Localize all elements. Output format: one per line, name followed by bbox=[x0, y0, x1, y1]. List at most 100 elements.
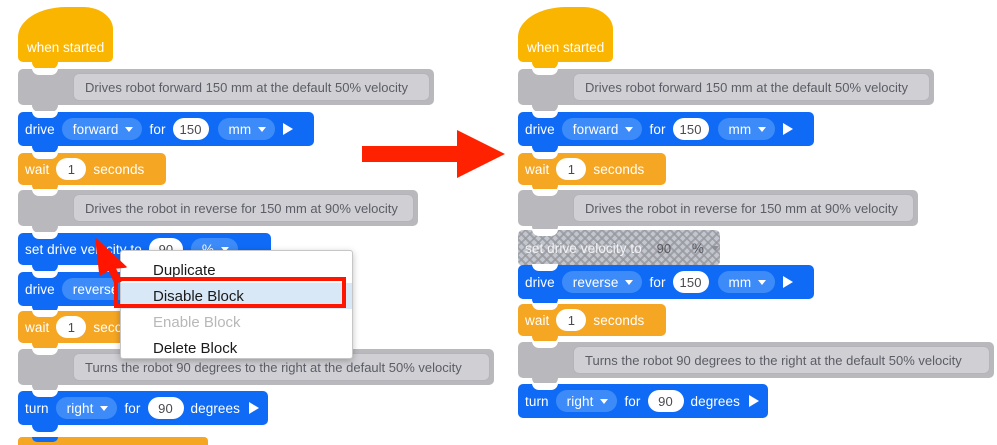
right-drive-for-label-2: for bbox=[649, 274, 666, 290]
notch bbox=[32, 111, 58, 118]
notch bbox=[32, 348, 58, 355]
left-wait-verb-1: wait bbox=[25, 161, 50, 177]
right-set-velocity-unit-value: % bbox=[691, 240, 705, 256]
right-wait-value-input-2[interactable]: 1 bbox=[556, 309, 587, 331]
run-icon[interactable] bbox=[749, 395, 759, 407]
left-next-block-sliver-notch bbox=[32, 437, 58, 442]
right-wait-verb-1: wait bbox=[525, 161, 550, 177]
left-drive-verb-1: drive bbox=[25, 121, 55, 137]
left-comment-text-2: Drives the robot in reverse for 150 mm a… bbox=[73, 194, 414, 222]
context-menu-label-disable-block: Disable Block bbox=[153, 287, 244, 305]
right-drive-direction-dropdown-2[interactable]: reverse bbox=[561, 271, 643, 293]
notch bbox=[532, 185, 558, 192]
chevron-down-icon bbox=[758, 279, 767, 285]
right-comment-block-2[interactable]: Drives the robot in reverse for 150 mm a… bbox=[518, 189, 918, 233]
run-icon[interactable] bbox=[249, 402, 259, 414]
notch bbox=[32, 232, 58, 239]
left-drive-direction-value-2: reverse bbox=[72, 281, 119, 297]
right-drive-direction-dropdown-1[interactable]: forward bbox=[561, 118, 643, 140]
right-drive-reverse-block[interactable]: drive reverse for 150 mm bbox=[518, 264, 814, 306]
right-turn-right-block[interactable]: turn right for 90 degrees bbox=[518, 383, 768, 418]
left-comment-block-2[interactable]: Drives the robot in reverse for 150 mm a… bbox=[18, 189, 418, 233]
right-drive-unit-value-2: mm bbox=[728, 274, 752, 290]
left-drive-for-label-1: for bbox=[149, 121, 166, 137]
run-icon[interactable] bbox=[783, 123, 794, 135]
left-wait-value-input-2[interactable]: 1 bbox=[56, 316, 87, 338]
right-wait-verb-2: wait bbox=[525, 312, 550, 328]
context-menu-item-delete-block[interactable]: Delete Block bbox=[121, 335, 352, 361]
right-drive-for-label-1: for bbox=[649, 121, 666, 137]
right-comment-text-1: Drives robot forward 150 mm at the defau… bbox=[573, 73, 930, 101]
notch bbox=[32, 62, 58, 69]
left-turn-direction-dropdown[interactable]: right bbox=[55, 397, 118, 419]
right-drive-verb-2: drive bbox=[525, 274, 555, 290]
notch bbox=[32, 189, 58, 196]
right-drive-verb-1: drive bbox=[525, 121, 555, 137]
hat-cap bbox=[18, 7, 113, 41]
left-next-block-sliver bbox=[18, 437, 208, 445]
left-wait-block-1[interactable]: wait 1 seconds bbox=[18, 152, 166, 192]
right-wait-unit-2: seconds bbox=[593, 312, 645, 328]
right-turn-for-label: for bbox=[624, 393, 641, 409]
right-drive-unit-dropdown-1[interactable]: mm bbox=[717, 118, 776, 140]
left-turn-for-label: for bbox=[124, 400, 141, 416]
right-turn-direction-value: right bbox=[566, 393, 594, 409]
right-set-velocity-input[interactable]: 90 bbox=[656, 240, 672, 256]
left-wait-unit-1: seconds bbox=[93, 161, 145, 177]
left-when-started-block[interactable]: when started bbox=[18, 7, 113, 69]
notch bbox=[32, 390, 58, 397]
left-turn-angle-input[interactable]: 90 bbox=[147, 397, 184, 419]
notch bbox=[532, 341, 558, 348]
chevron-down-icon bbox=[221, 246, 230, 252]
right-wait-value-input-1[interactable]: 1 bbox=[556, 158, 587, 180]
right-comment-block-3[interactable]: Turns the robot 90 degrees to the right … bbox=[518, 341, 994, 385]
right-drive-unit-dropdown-2[interactable]: mm bbox=[717, 271, 776, 293]
left-drive-distance-input-1[interactable]: 150 bbox=[172, 118, 209, 140]
block-context-menu[interactable]: Duplicate Disable Block Enable Block Del… bbox=[120, 250, 353, 359]
chevron-down-icon bbox=[600, 398, 609, 404]
left-set-velocity-label: set drive velocity to bbox=[25, 241, 142, 257]
right-drive-forward-block[interactable]: drive forward for 150 mm bbox=[518, 111, 814, 153]
notch bbox=[32, 310, 58, 317]
notch bbox=[32, 385, 58, 392]
right-drive-distance-input-1[interactable]: 150 bbox=[672, 118, 709, 140]
left-comment-text-1: Drives robot forward 150 mm at the defau… bbox=[73, 73, 430, 101]
chevron-down-icon bbox=[711, 245, 720, 251]
right-comment-block-1[interactable]: Drives robot forward 150 mm at the defau… bbox=[518, 68, 934, 112]
notch bbox=[532, 378, 558, 385]
right-turn-angle-input[interactable]: 90 bbox=[647, 390, 684, 412]
context-menu-item-duplicate[interactable]: Duplicate bbox=[121, 257, 352, 283]
left-drive-unit-dropdown-1[interactable]: mm bbox=[217, 118, 276, 140]
context-menu-item-disable-block[interactable]: Disable Block bbox=[121, 283, 352, 309]
right-wait-block-1[interactable]: wait 1 seconds bbox=[518, 152, 666, 192]
left-drive-direction-dropdown-1[interactable]: forward bbox=[61, 118, 143, 140]
notch bbox=[32, 152, 58, 159]
left-drive-forward-block[interactable]: drive forward for 150 mm bbox=[18, 111, 314, 153]
right-comment-text-3: Turns the robot 90 degrees to the right … bbox=[573, 346, 990, 374]
run-icon[interactable] bbox=[783, 276, 794, 288]
right-when-started-label: when started bbox=[527, 39, 605, 55]
notch bbox=[532, 229, 558, 236]
notch bbox=[532, 299, 558, 306]
notch bbox=[532, 152, 558, 159]
right-drive-distance-input-2[interactable]: 150 bbox=[672, 271, 709, 293]
mouse-pointer-icon bbox=[95, 238, 127, 284]
right-set-velocity-unit-dropdown[interactable]: % bbox=[681, 237, 728, 259]
left-wait-value-input-1[interactable]: 1 bbox=[56, 158, 87, 180]
left-wait-verb-2: wait bbox=[25, 319, 50, 335]
left-comment-block-1[interactable]: Drives robot forward 150 mm at the defau… bbox=[18, 68, 434, 112]
right-set-drive-velocity-block-disabled[interactable]: set drive velocity to 90 % bbox=[518, 229, 720, 273]
run-icon[interactable] bbox=[283, 123, 294, 135]
left-turn-right-block[interactable]: turn right for 90 degrees bbox=[18, 390, 268, 432]
right-turn-direction-dropdown[interactable]: right bbox=[555, 390, 618, 412]
left-turn-verb: turn bbox=[25, 400, 49, 416]
context-menu-item-enable-block: Enable Block bbox=[121, 309, 352, 335]
right-set-velocity-label: set drive velocity to bbox=[525, 240, 642, 256]
right-when-started-block[interactable]: when started bbox=[518, 7, 613, 69]
notch bbox=[532, 68, 558, 75]
chevron-down-icon bbox=[258, 126, 267, 132]
right-wait-block-2[interactable]: wait 1 seconds bbox=[518, 303, 666, 343]
left-when-started-label: when started bbox=[27, 39, 105, 55]
notch bbox=[32, 271, 58, 278]
right-wait-unit-1: seconds bbox=[593, 161, 645, 177]
